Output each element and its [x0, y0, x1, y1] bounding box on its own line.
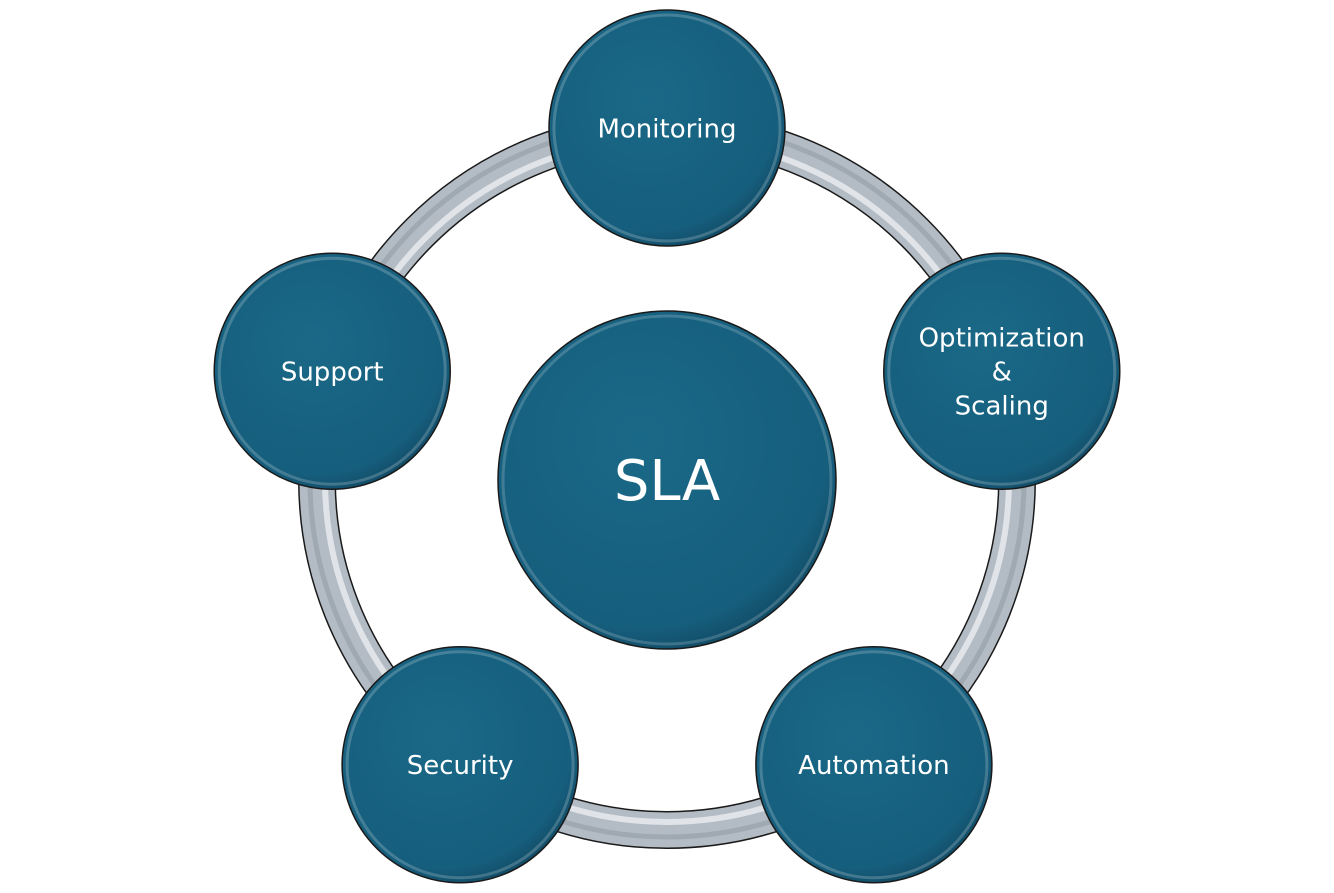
- node-circle: [213, 252, 451, 490]
- node-circle: [883, 252, 1121, 490]
- node-label: &: [992, 358, 1012, 388]
- node-label: Scaling: [955, 392, 1049, 422]
- node-security: Security: [341, 646, 579, 884]
- node-label: Monitoring: [597, 114, 736, 144]
- node-rim-highlight: [345, 650, 575, 880]
- node-circle: [755, 646, 993, 884]
- node-monitoring: Monitoring: [548, 9, 786, 247]
- node-label: Automation: [798, 751, 949, 781]
- node-automation: Automation: [755, 646, 993, 884]
- node-rim-highlight: [759, 650, 989, 880]
- node-rim-highlight: [217, 256, 447, 486]
- center-node-label: SLA: [614, 449, 720, 514]
- node-support: Support: [213, 252, 451, 490]
- node-label: Support: [281, 358, 384, 388]
- node-circle: [548, 9, 786, 247]
- node-label: Optimization: [919, 324, 1085, 354]
- node-optimization: Optimization & Scaling: [883, 252, 1121, 490]
- node-circle: [341, 646, 579, 884]
- center-node-circle: [497, 310, 837, 650]
- center-node-sla: SLA: [497, 310, 837, 650]
- node-rim-highlight: [552, 13, 782, 243]
- node-rim-highlight: [887, 256, 1117, 486]
- node-label: Security: [407, 751, 514, 781]
